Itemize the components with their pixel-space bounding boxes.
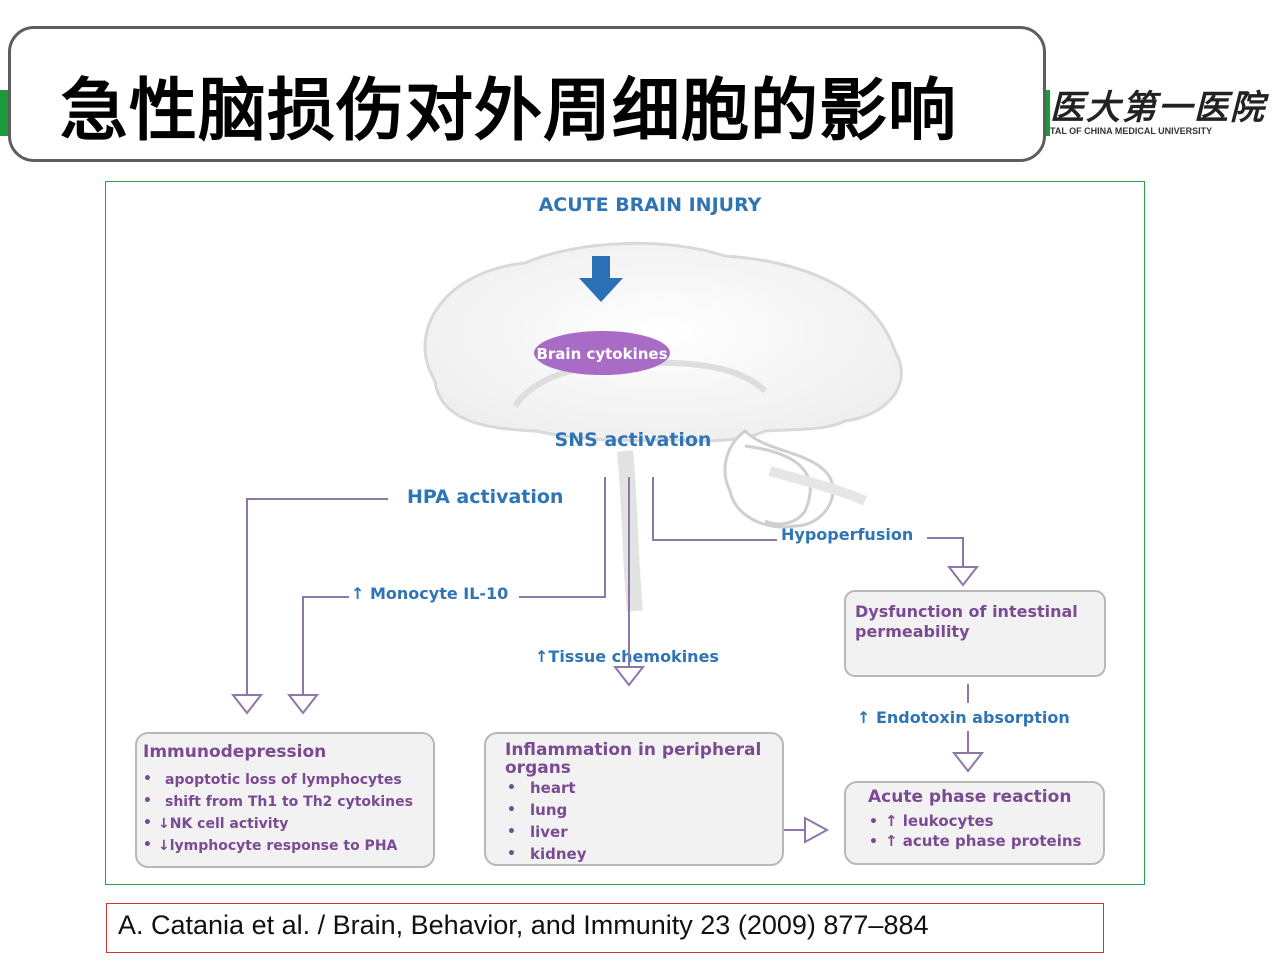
immuno-item-3: ↓NK cell activity — [158, 816, 288, 832]
inflammation-title-2: organs — [505, 758, 571, 778]
bullet-dot: • — [143, 793, 152, 809]
hypoperfusion-label: Hypoperfusion — [781, 525, 913, 544]
bullet-dot: • — [507, 824, 516, 840]
acute-brain-injury-label: ACUTE BRAIN INJURY — [539, 194, 762, 216]
intestinal-box: Dysfunction of intestinal permeability — [844, 590, 1106, 677]
monocyte-il10-label: ↑ Monocyte IL-10 — [351, 584, 508, 603]
bullet-dot: • — [143, 771, 152, 787]
organ-lung: lung — [530, 801, 567, 819]
organ-liver: liver — [530, 823, 568, 841]
intestinal-line2: permeability — [855, 622, 970, 641]
title-box — [8, 26, 1046, 162]
bullet-dot: • — [507, 780, 516, 796]
brain-illustration — [423, 241, 903, 612]
acute-item-2: ↑ acute phase proteins — [885, 832, 1082, 850]
immuno-item-4: ↓lymphocyte response to PHA — [158, 838, 398, 854]
bullet-dot: • — [143, 815, 152, 831]
bullet-dot: • — [143, 837, 152, 853]
immuno-item-1: apoptotic loss of lymphocytes — [165, 772, 402, 788]
bullet-dot: • — [869, 834, 878, 850]
pathway-diagram: Brain cytokines ACUTE BRAIN INJURY SNS a… — [135, 194, 1106, 868]
inflammation-title-1: Inflammation in peripheral — [505, 740, 761, 760]
brain-cytokines-ellipse — [534, 331, 670, 375]
hpa-activation-label: HPA activation — [407, 486, 563, 508]
brain-cytokines-label: Brain cytokines — [536, 345, 667, 363]
organ-heart: heart — [530, 779, 576, 797]
down-arrow-icon — [579, 256, 623, 302]
organ-kidney: kidney — [530, 845, 587, 863]
hospital-logo-en: TAL OF CHINA MEDICAL UNIVERSITY — [1050, 126, 1213, 136]
inflammation-box: Inflammation in peripheral organs • hear… — [484, 732, 784, 866]
sns-activation-label: SNS activation — [555, 429, 712, 451]
citation-text: A. Catania et al. / Brain, Behavior, and… — [118, 910, 929, 940]
acute-phase-box: Acute phase reaction • ↑ leukocytes • ↑ … — [844, 781, 1105, 865]
arrowheads — [230, 566, 985, 844]
endotoxin-absorption-label: ↑ Endotoxin absorption — [857, 708, 1070, 727]
citation-box — [106, 903, 1104, 953]
bullet-dot: • — [507, 846, 516, 862]
immuno-item-2: shift from Th1 to Th2 cytokines — [165, 794, 413, 810]
acute-item-1: ↑ leukocytes — [885, 812, 994, 830]
bullet-dot: • — [507, 802, 516, 818]
intestinal-line1: Dysfunction of intestinal — [855, 602, 1078, 621]
hospital-logo-cn: 医大第一医院 — [1050, 88, 1266, 128]
slide-title: 急性脑损伤对外周细胞的影响 — [60, 72, 958, 151]
tissue-chemokines-label: ↑Tissue chemokines — [535, 647, 719, 666]
immunodepression-title: Immunodepression — [143, 742, 326, 762]
immunodepression-box: Immunodepression • apoptotic loss of lym… — [135, 732, 435, 868]
acute-phase-title: Acute phase reaction — [868, 787, 1071, 807]
bullet-dot: • — [869, 814, 878, 830]
